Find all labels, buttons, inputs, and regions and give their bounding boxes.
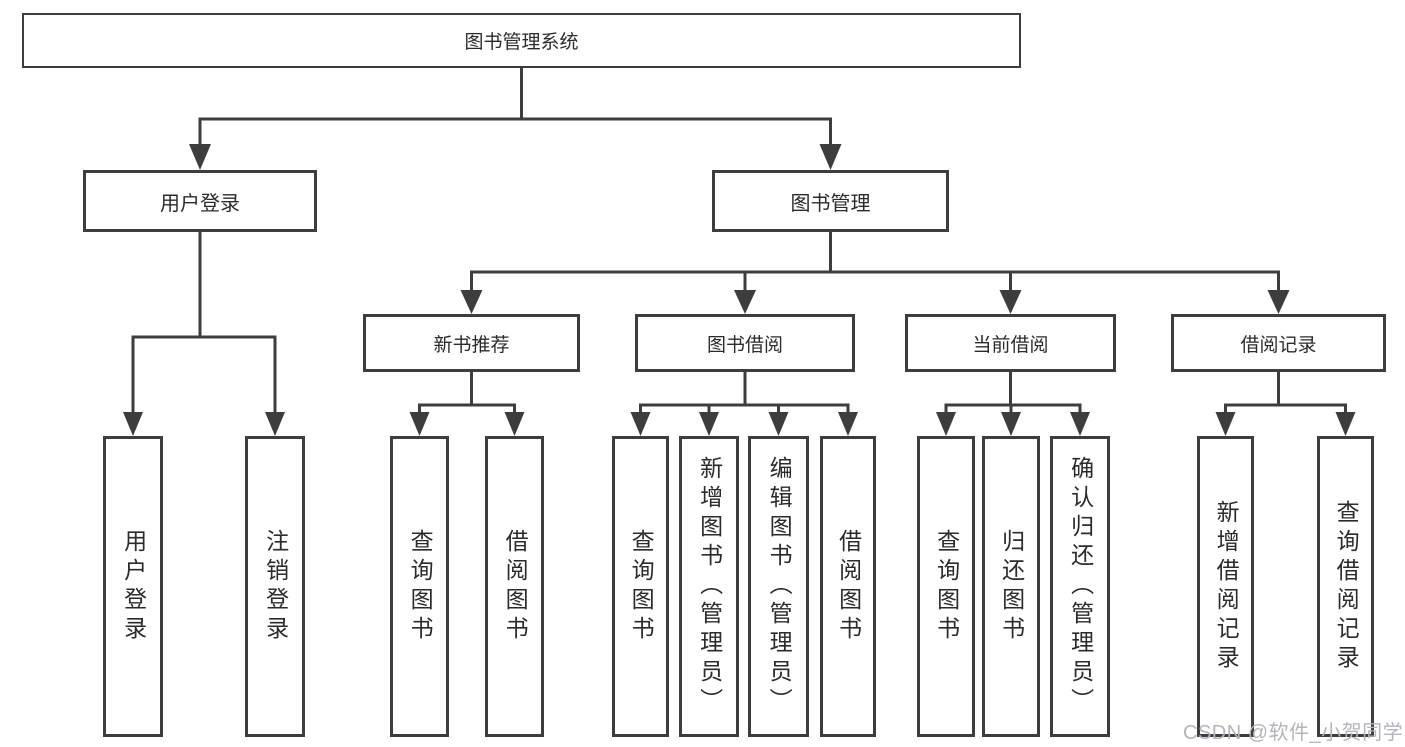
leaf-logout: 注销登录 — [245, 436, 305, 737]
leaf-confirm-return-admin-label: 确认归还（管理员） — [1067, 456, 1094, 717]
node-current-borrow: 当前借阅 — [905, 314, 1116, 372]
leaf-query-books-borrow-label: 查询图书 — [628, 528, 655, 645]
leaf-query-books-current: 查询图书 — [917, 436, 975, 737]
leaf-query-borrow-record: 查询借阅记录 — [1317, 436, 1374, 737]
leaf-query-books-recommend: 查询图书 — [390, 436, 449, 737]
leaf-return-books: 归还图书 — [982, 436, 1040, 737]
node-user-login: 用户登录 — [83, 170, 317, 232]
leaf-query-borrow-record-label: 查询借阅记录 — [1333, 499, 1360, 674]
node-new-book-recommend: 新书推荐 — [363, 314, 580, 372]
node-library-system: 图书管理系统 — [22, 13, 1021, 68]
leaf-user-login-label: 用户登录 — [120, 528, 147, 645]
node-book-management: 图书管理 — [712, 170, 949, 232]
leaf-query-books-borrow: 查询图书 — [612, 436, 669, 737]
leaf-borrow-books-label: 借阅图书 — [835, 528, 862, 645]
leaf-borrow-books: 借阅图书 — [820, 436, 876, 737]
leaf-edit-books-admin-label: 编辑图书（管理员） — [766, 456, 793, 717]
node-borrow-records: 借阅记录 — [1171, 314, 1386, 372]
leaf-add-borrow-record: 新增借阅记录 — [1197, 436, 1254, 737]
leaf-query-books-recommend-label: 查询图书 — [407, 528, 434, 645]
leaf-add-books-admin: 新增图书（管理员） — [679, 436, 739, 737]
leaf-query-books-current-label: 查询图书 — [933, 528, 960, 645]
leaf-return-books-label: 归还图书 — [998, 528, 1025, 645]
leaf-add-books-admin-label: 新增图书（管理员） — [696, 456, 723, 717]
leaf-add-borrow-record-label: 新增借阅记录 — [1213, 499, 1240, 674]
leaf-logout-label: 注销登录 — [262, 528, 289, 645]
node-book-borrow: 图书借阅 — [635, 314, 855, 372]
leaf-user-login: 用户登录 — [103, 436, 163, 737]
leaf-borrow-books-recommend: 借阅图书 — [485, 436, 544, 737]
leaf-borrow-books-recommend-label: 借阅图书 — [502, 528, 529, 645]
csdn-watermark: CSDN @软件_小贺同学 — [1183, 722, 1404, 744]
leaf-edit-books-admin: 编辑图书（管理员） — [748, 436, 809, 737]
leaf-confirm-return-admin: 确认归还（管理员） — [1050, 436, 1110, 737]
